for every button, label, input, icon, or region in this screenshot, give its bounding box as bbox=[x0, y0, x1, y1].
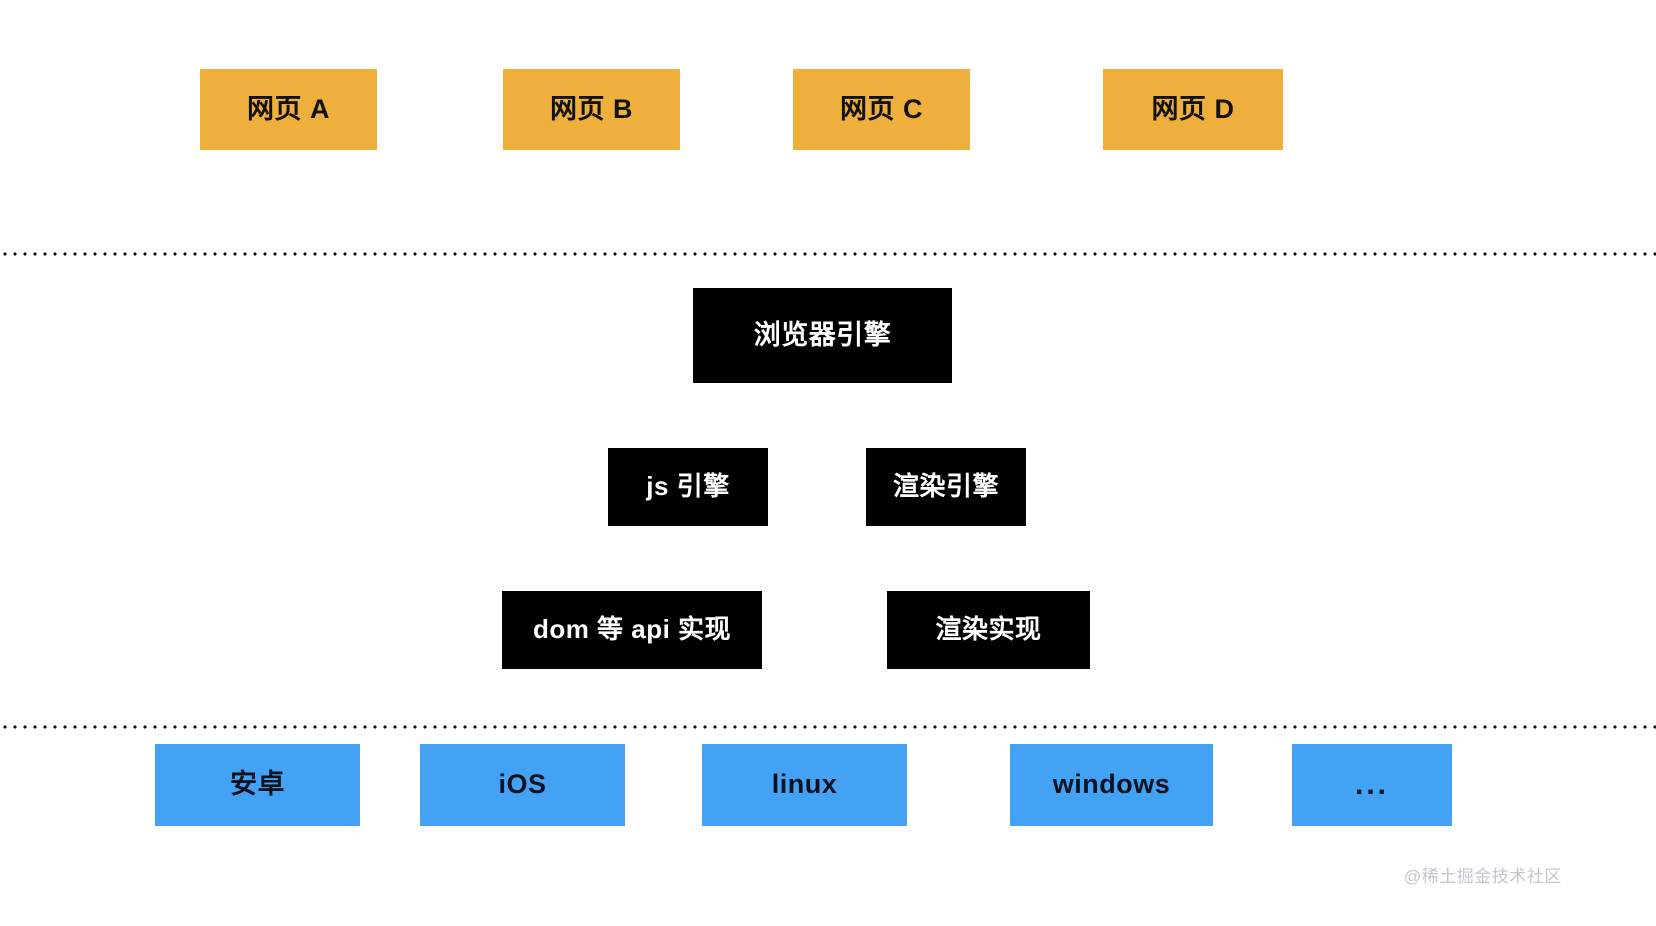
node-js-engine[interactable]: js 引擎 bbox=[608, 448, 768, 526]
node-label: 渲染实现 bbox=[935, 614, 1042, 645]
node-label: windows bbox=[1052, 769, 1171, 800]
node-label: dom 等 api 实现 bbox=[532, 614, 732, 645]
node-page-c[interactable]: 网页 C bbox=[793, 69, 970, 150]
node-label: 网页 A bbox=[247, 93, 330, 124]
node-page-a[interactable]: 网页 A bbox=[200, 69, 377, 150]
node-os-ios[interactable]: iOS bbox=[420, 744, 625, 826]
node-label: 网页 D bbox=[1151, 93, 1235, 124]
node-label: 网页 B bbox=[550, 93, 633, 124]
watermark: @稀土掘金技术社区 bbox=[1404, 867, 1562, 886]
node-label: 安卓 bbox=[230, 769, 285, 800]
node-render-impl[interactable]: 渲染实现 bbox=[887, 591, 1090, 669]
node-label: js 引擎 bbox=[646, 471, 730, 502]
node-os-more[interactable]: ... bbox=[1292, 744, 1452, 826]
node-label: 浏览器引擎 bbox=[753, 319, 892, 350]
node-page-b[interactable]: 网页 B bbox=[503, 69, 680, 150]
node-label: 网页 C bbox=[840, 93, 923, 124]
node-label: iOS bbox=[498, 769, 547, 800]
node-label: ... bbox=[1354, 767, 1389, 801]
node-os-android[interactable]: 安卓 bbox=[155, 744, 360, 826]
node-page-d[interactable]: 网页 D bbox=[1103, 69, 1283, 150]
node-dom-api-impl[interactable]: dom 等 api 实现 bbox=[502, 591, 762, 669]
engine-os-divider bbox=[0, 725, 1656, 729]
node-label: linux bbox=[771, 769, 838, 800]
node-label: 渲染引擎 bbox=[892, 471, 999, 502]
node-render-engine[interactable]: 渲染引擎 bbox=[866, 448, 1026, 526]
node-browser-engine[interactable]: 浏览器引擎 bbox=[693, 288, 952, 383]
node-os-linux[interactable]: linux bbox=[702, 744, 907, 826]
pages-engine-divider bbox=[0, 252, 1656, 256]
node-os-windows[interactable]: windows bbox=[1010, 744, 1213, 826]
